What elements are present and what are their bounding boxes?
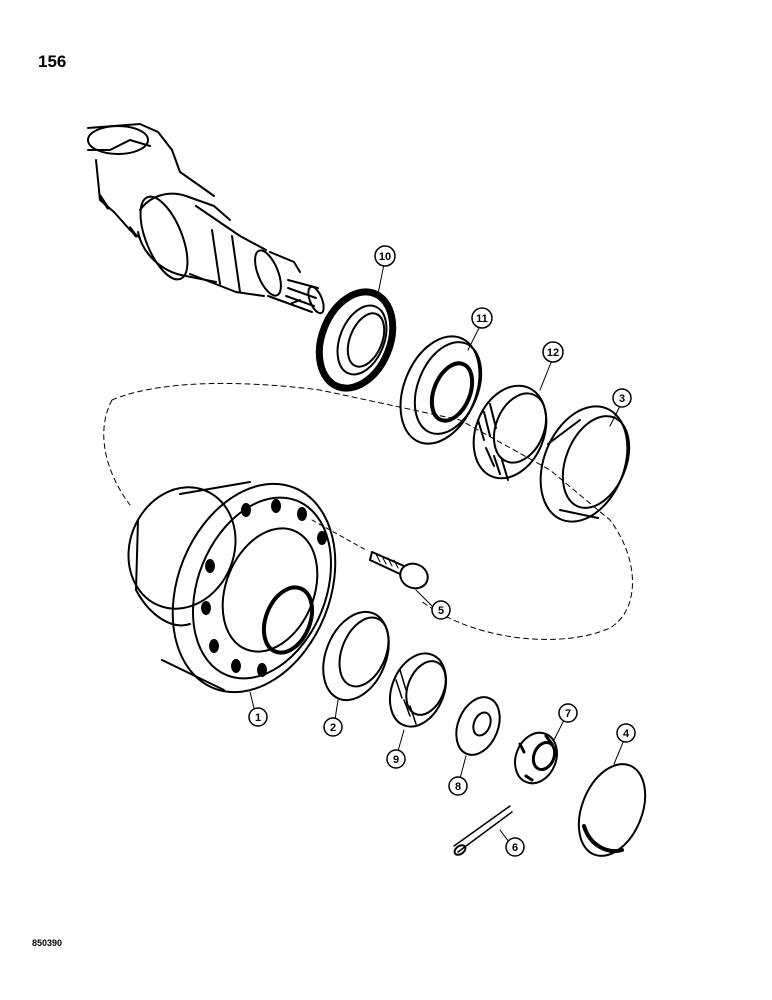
cotter-pin-part	[453, 805, 513, 856]
svg-text:9: 9	[393, 754, 399, 766]
callout-9: 9	[386, 749, 406, 769]
outer-bearing-cone-part	[389, 652, 447, 728]
callout-3: 3	[612, 388, 632, 408]
callout-4: 4	[616, 723, 636, 743]
callout-8: 8	[448, 776, 468, 796]
inner-bearing-cup-part	[322, 610, 390, 702]
svg-text:4: 4	[623, 728, 630, 740]
svg-text:8: 8	[455, 781, 461, 793]
wheel-hub-part	[127, 481, 337, 694]
steering-knuckle-spindle	[87, 123, 325, 315]
callout-2: 2	[323, 717, 343, 737]
callout-12: 12	[542, 341, 564, 363]
svg-text:2: 2	[330, 722, 336, 734]
svg-text:1: 1	[255, 712, 261, 724]
callout-1: 1	[248, 707, 268, 727]
svg-text:6: 6	[512, 842, 518, 854]
svg-text:11: 11	[476, 313, 488, 325]
callout-11: 11	[471, 307, 493, 329]
callout-6: 6	[505, 837, 525, 857]
svg-text:3: 3	[619, 393, 625, 405]
svg-text:10: 10	[379, 251, 391, 263]
callout-7: 7	[558, 703, 578, 723]
castle-nut-part	[514, 731, 558, 785]
leader-lines	[249, 263, 625, 847]
seal-part	[315, 288, 397, 392]
svg-text:7: 7	[565, 708, 571, 720]
svg-text:5: 5	[438, 605, 444, 617]
washer-part	[455, 696, 501, 756]
callout-10: 10	[374, 245, 396, 267]
assembly-outline	[111, 382, 633, 640]
svg-text:12: 12	[547, 347, 559, 359]
page-number: 156	[38, 52, 67, 71]
outer-bearing-cup-part	[539, 405, 631, 523]
hub-cap-part	[577, 763, 647, 857]
figure-code: 850390	[32, 938, 63, 948]
inner-bearing-cone-part	[472, 384, 548, 481]
callout-5: 5	[431, 600, 451, 620]
seal-ring-part	[399, 335, 483, 445]
wheel-bolt-part	[311, 519, 429, 590]
